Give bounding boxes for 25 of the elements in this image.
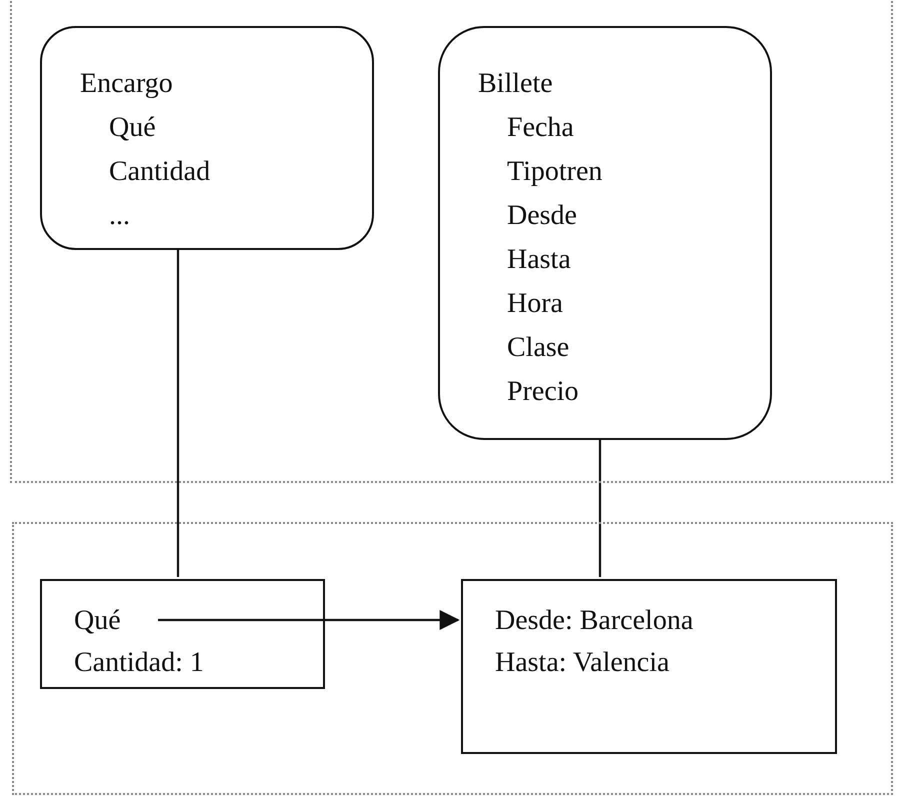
entity-title: Billete: [478, 68, 553, 100]
dotted-region: [12, 522, 893, 795]
connector-line: [598, 440, 602, 577]
attribute-name: Qué: [109, 112, 156, 144]
attribute-name: Hora: [507, 288, 563, 320]
attribute-name: Precio: [507, 376, 579, 408]
attribute-value: Hasta: Valencia: [495, 647, 670, 679]
attribute-value: Cantidad: 1: [74, 647, 204, 679]
attribute-name: Cantidad: [109, 156, 210, 188]
attribute-name: Clase: [507, 332, 570, 364]
attribute-value: Desde: Barcelona: [495, 605, 694, 637]
connector-line: [176, 250, 180, 577]
arrow: [158, 610, 460, 630]
object-box: [461, 579, 837, 754]
rounded-class-box: [40, 26, 374, 250]
rounded-class-box: [438, 26, 772, 440]
attribute-value: Qué: [74, 605, 121, 637]
attribute-name: Tipotren: [507, 156, 602, 188]
attribute-name: ...: [109, 200, 130, 232]
dotted-region: [10, 0, 893, 483]
entity-title: Encargo: [80, 68, 173, 100]
attribute-name: Fecha: [507, 112, 574, 144]
attribute-name: Hasta: [507, 244, 571, 276]
attribute-name: Desde: [507, 200, 577, 232]
object-box: [40, 579, 325, 689]
